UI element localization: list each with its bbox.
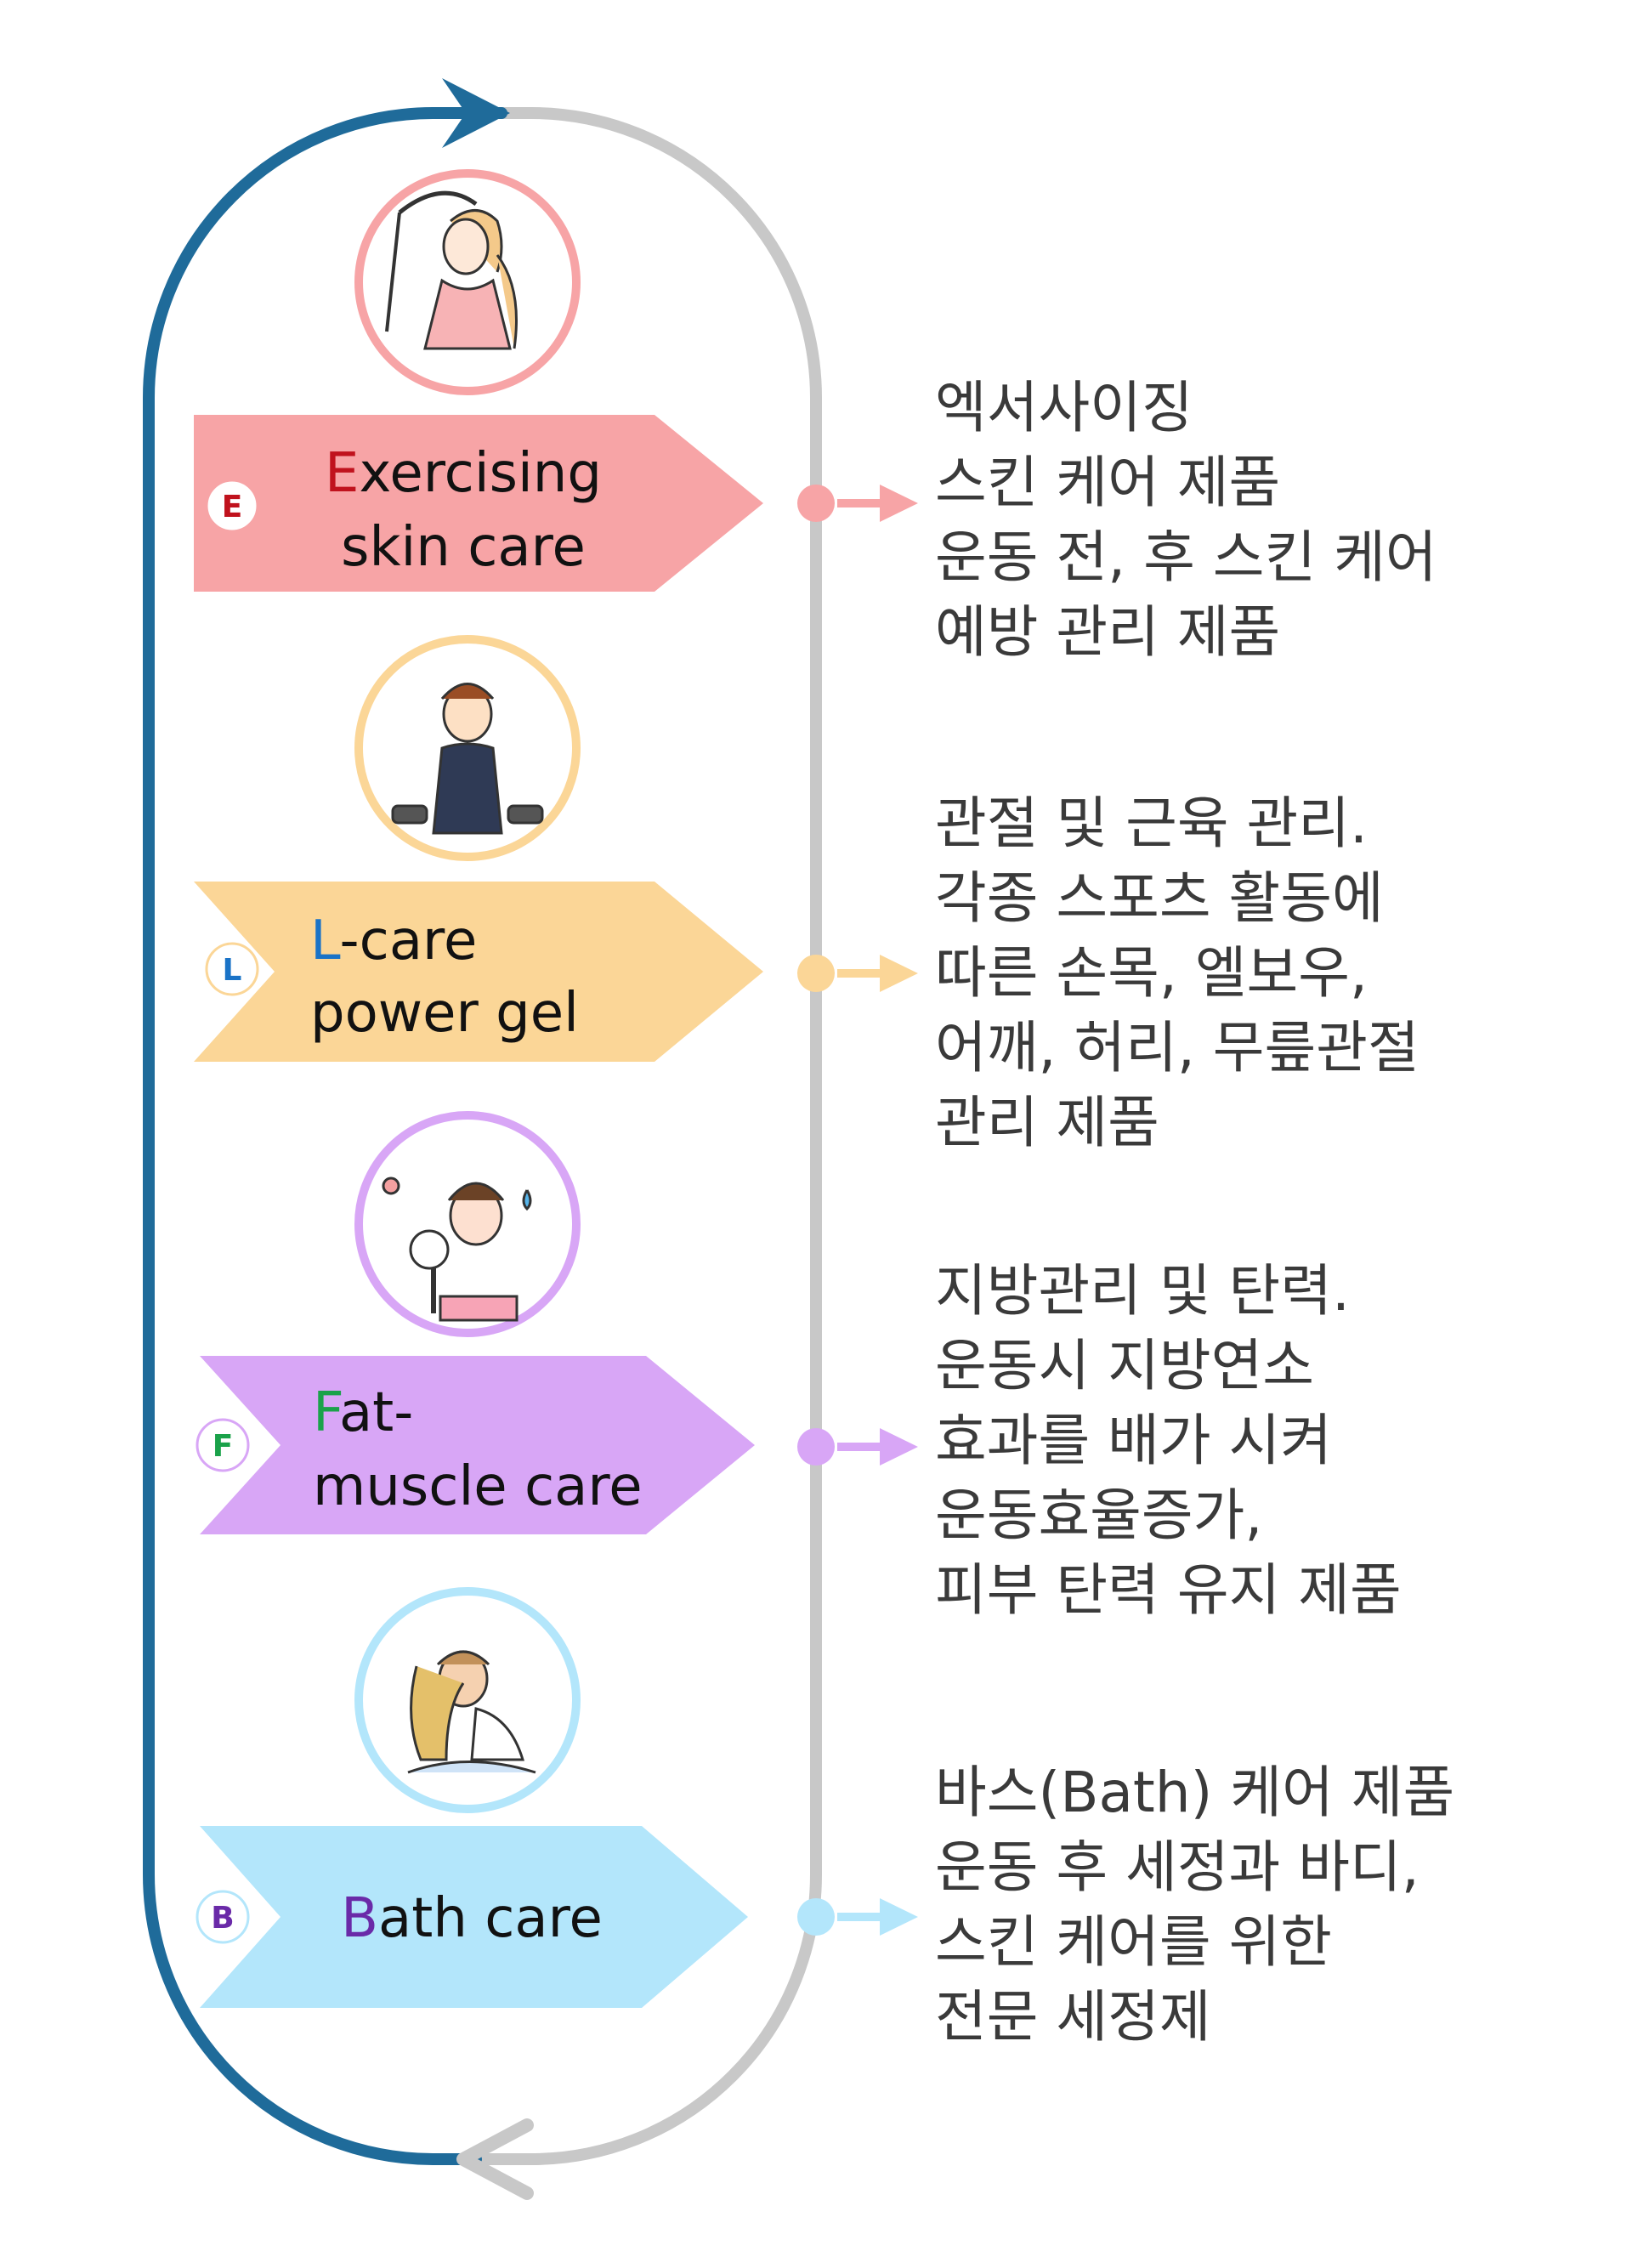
step-b-description: 바스(Bath) 케어 제품 운동 후 세정과 바디, 스킨 케어를 위한 전문… [935,1755,1454,2055]
step-e-description-line: 예방 관리 제품 [935,599,1281,665]
step-f-description: 지방관리 및 탄력. 운동시 지방연소 효과를 배가 시켜 운동효율증가, 피부… [935,1254,1402,1628]
step-e-title: Exercising [325,442,602,505]
man-with-towel-drawing [407,1650,536,1774]
step-l-badge [205,942,259,996]
step-f-badge-letter: F [212,1429,234,1464]
step-f-description-line: 운동시 지방연소 [935,1333,1315,1398]
step-e-description-line: 스킨 케어 제품 [935,450,1281,515]
step-e-description: 엑서사이징 스킨 케어 제품 운동 전, 후 스킨 케어 예방 관리 제품 [935,371,1437,670]
step-l-description-line: 어깨, 허리, 무릎관절 [935,1015,1420,1080]
loop-gray-path [470,107,822,2165]
loop-blue-path [143,107,507,2165]
step-b-description-line: 전문 세정제 [935,1984,1211,2050]
step-b-badge-letter: B [211,1901,234,1936]
step-f-description-line: 피부 탄력 유지 제품 [935,1557,1402,1623]
step-exercising: E Exercising skin care [194,169,918,592]
step-b-description-line: 운동 후 세정과 바디, [935,1834,1420,1900]
step-l-description-line: 따른 손목, 엘보우, [935,940,1368,1006]
step-e-badge [205,479,259,533]
step-l-description-line: 각종 스포츠 활동에 [935,865,1384,931]
step-e-badge-letter: E [222,490,243,524]
loop-bottom-arrowhead [456,2118,534,2200]
step-f-description-line: 운동효율증가, [935,1483,1263,1548]
step-e-title-line2: skin care [341,516,586,579]
man-with-dumbbells-drawing [391,683,544,835]
step-b-description-line: 스킨 케어를 위한 [935,1909,1332,1975]
step-l-description-line: 관절 및 근육 관리. [935,791,1368,856]
step-f-connector-arrowhead [880,1428,918,1466]
step-b-badge [196,1890,250,1944]
step-l-title-line2: power gel [310,982,579,1045]
step-e-connector-dot [797,485,835,522]
step-f-description-line: 지방관리 및 탄력. [935,1258,1350,1324]
step-b-connector-dot [797,1898,835,1936]
step-f-connector-dot [797,1428,835,1466]
step-f-title-line2: muscle care [313,1455,643,1518]
step-e-description-line: 엑서사이징 [935,375,1193,440]
step-b-description-line: 바스(Bath) 케어 제품 [935,1760,1455,1825]
step-b-title: Bath care [341,1887,603,1950]
step-l-title: L-care [310,910,477,972]
step-l-description: 관절 및 근육 관리. 각종 스포츠 활동에 따른 손목, 엘보우, 어깨, 허… [935,786,1420,1160]
step-e-description-line: 운동 전, 후 스킨 케어 [935,524,1437,590]
step-f-badge [196,1418,250,1472]
step-l-connector-dot [797,955,835,992]
step-fat-muscle: F Fat- muscle care [196,1111,918,1534]
step-l-description-line: 관리 제품 [935,1090,1159,1155]
step-f-description-line: 효과를 배가 시켜 [935,1408,1332,1473]
step-l-connector-arrowhead [880,955,918,992]
step-bath: B Bath care [196,1587,918,2008]
step-b-connector-arrowhead [880,1898,918,1936]
loop-top-arrowhead [442,78,510,148]
step-f-arrow-banner [200,1356,755,1534]
step-l-badge-letter: L [223,953,242,988]
step-e-connector-arrowhead [880,485,918,522]
woman-wiping-sweat-drawing [385,190,518,350]
step-e-arrow-banner [194,415,763,592]
step-b-arrow-banner [200,1826,748,2008]
step-l-arrow-banner [194,882,763,1062]
woman-wiping-sweat-icon [354,169,581,395]
woman-with-magnifier-drawing [382,1177,532,1322]
step-l-care: L L-care power gel [194,635,918,1062]
step-f-title: Fat- [313,1381,413,1444]
